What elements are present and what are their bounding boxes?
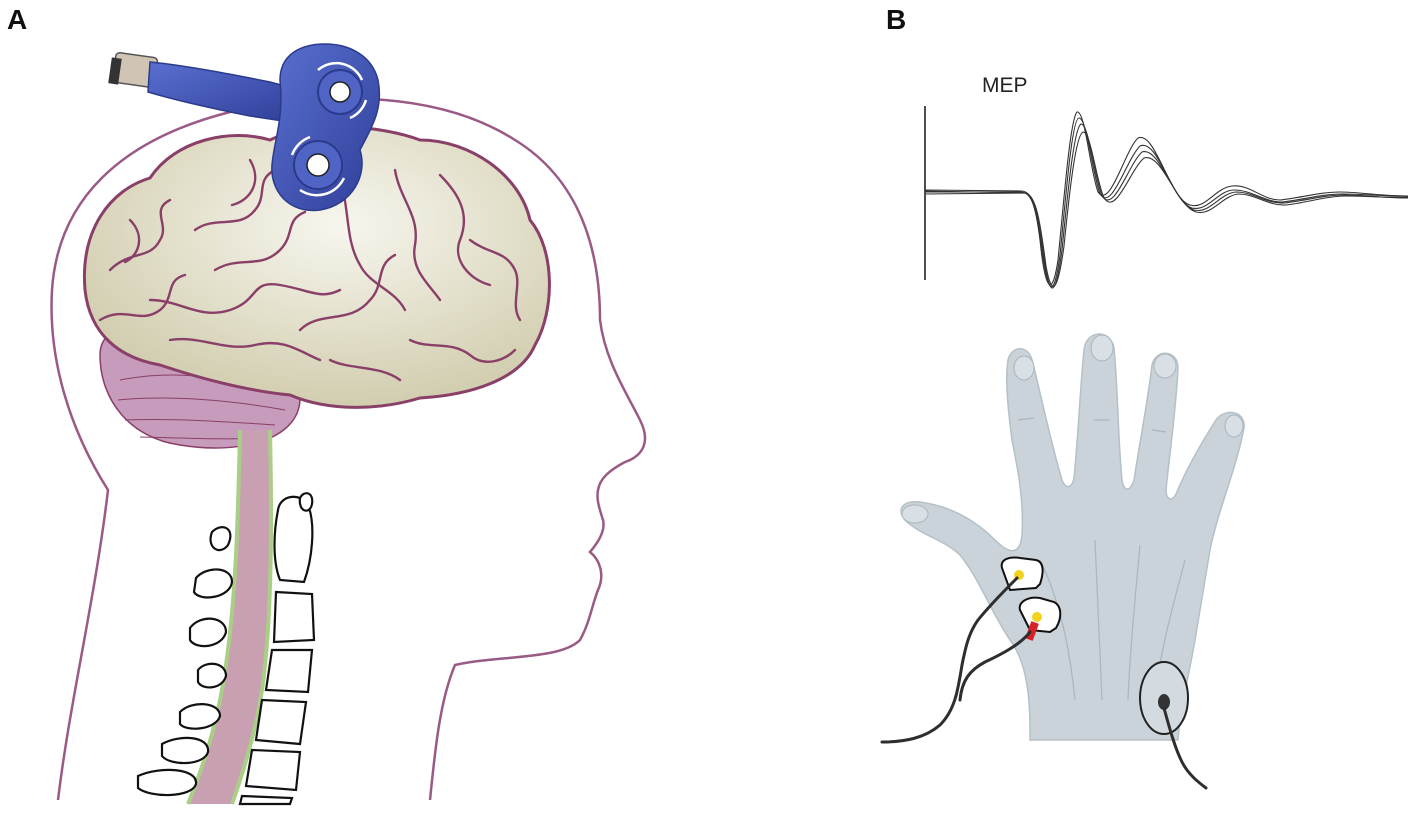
mep-sweep-2 xyxy=(924,117,1409,288)
fingernail-middle xyxy=(1090,334,1114,362)
fingernail-index xyxy=(1013,355,1035,381)
mep-trace-label: MEP xyxy=(982,74,1028,97)
mep-sweep-1 xyxy=(925,111,1409,286)
mep-trace xyxy=(924,106,1409,289)
vertebrae-right xyxy=(238,492,316,806)
fingernail-thumb xyxy=(901,504,929,524)
fingernail-ring xyxy=(1153,353,1177,379)
brain-icon xyxy=(82,125,551,409)
vertebrae-left xyxy=(136,526,234,797)
tms-coil-icon xyxy=(108,43,381,212)
wire-active xyxy=(880,576,1019,744)
electrode-ground-contact xyxy=(1158,694,1170,710)
panel-label-a: A xyxy=(7,4,28,35)
wire-reference xyxy=(958,630,1032,702)
fingernail-little xyxy=(1224,414,1244,438)
hand-icon xyxy=(880,333,1245,790)
head-outline xyxy=(50,97,647,801)
wire-ground xyxy=(1162,706,1208,790)
electrode-icon xyxy=(1000,556,1189,735)
hand-silhouette xyxy=(900,333,1245,741)
mep-sweep-4 xyxy=(924,131,1409,287)
electrode-reference-contact xyxy=(1032,612,1042,622)
mep-sweep-3 xyxy=(924,123,1409,289)
head-diagram xyxy=(50,43,647,806)
panel-label-b: B xyxy=(886,4,907,35)
